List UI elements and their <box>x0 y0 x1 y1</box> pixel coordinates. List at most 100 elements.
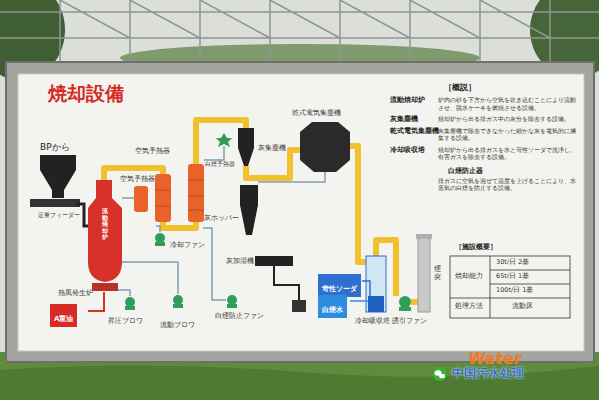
table-cell: 100t/日 1基 <box>496 287 533 295</box>
smoke-preheater <box>188 164 204 222</box>
part-name: 白煙防止ファン <box>215 313 264 321</box>
gas-pipe <box>163 222 196 228</box>
wechat-circle <box>433 367 447 381</box>
part-name: 誘引ファン <box>392 318 427 326</box>
section-heading: 白煙防止器 <box>448 168 483 176</box>
ash-conveyor <box>255 256 293 266</box>
fan-base <box>125 306 135 310</box>
table-grid <box>450 256 570 318</box>
cyclone <box>238 128 254 166</box>
part-name: 流動焼却炉 <box>102 208 108 241</box>
fan <box>173 295 183 305</box>
wechat-bubble <box>439 374 445 379</box>
part-name: 昇圧ブロワ <box>108 318 143 326</box>
fluid-box: A重油 <box>50 304 77 327</box>
sign-panel <box>18 74 584 351</box>
gas-pipe <box>411 299 418 305</box>
air-lines <box>105 146 325 300</box>
note-text: 排ガスに空気を混ぜて温度を上げることにより、水蒸気の白煙を防止する設備。 <box>438 178 576 193</box>
part-name: 流動ブロワ <box>160 322 195 330</box>
box-label: 苛性ソーダ <box>322 285 357 293</box>
fan <box>125 297 135 307</box>
cooling-tower <box>366 256 386 312</box>
air-preheater <box>155 174 171 222</box>
section-heading: 流動焼却炉 <box>390 97 425 105</box>
box-label: A重油 <box>54 315 73 323</box>
gas-pipe <box>246 150 300 178</box>
fan <box>227 295 237 305</box>
stack <box>418 238 430 312</box>
note-text: 焼却炉から出る排ガス中の灰分を除去する設備。 <box>438 116 576 124</box>
fan-base <box>173 304 183 308</box>
ash-line <box>258 172 325 182</box>
ejector <box>216 133 232 147</box>
grass <box>0 365 599 400</box>
air-line <box>204 146 224 160</box>
part-name: 空気予熱器 <box>135 148 170 156</box>
section-heading: 冷却吸収塔 <box>390 147 425 155</box>
note-text: 焼却炉から出る排ガスを水と苛性ソーダで洗浄し、有害ガスを除去する設備。 <box>438 147 576 162</box>
table-cell: 焼却能力 <box>455 273 483 281</box>
stack-top <box>416 234 432 239</box>
fans <box>125 133 411 311</box>
part-name: 冷却ファン <box>170 242 205 250</box>
table-cell: 30t/日 2基 <box>496 259 529 267</box>
part-name: BPから <box>40 142 70 153</box>
part-name: 灰ホッパー <box>204 215 239 223</box>
fluid-box: 苛性ソーダ <box>318 274 361 297</box>
sign-frame <box>6 62 594 362</box>
part-name: 煙突 <box>434 266 441 281</box>
table-cell: ［施設概要］ <box>455 243 497 251</box>
note-text: 灰集塵機で除去できなかった細かな灰を電気的に捕集する設備。 <box>438 128 576 143</box>
fan-base <box>155 242 165 246</box>
air-line <box>122 262 178 294</box>
electrostatic-precipitator <box>300 122 350 172</box>
hot-air-generator <box>92 283 118 291</box>
part-name: 熱風発生炉 <box>58 290 93 298</box>
sign-board <box>6 62 594 362</box>
tower-tank <box>368 296 384 312</box>
table-border <box>450 256 570 318</box>
fluid-box: 白煙水 <box>318 295 347 318</box>
facility-table <box>450 256 570 318</box>
watermark: Water <box>468 349 522 368</box>
part-name: 冷却吸収塔 <box>355 318 390 326</box>
watermark: 中国污水处理 <box>452 366 524 380</box>
fan-base <box>227 304 237 308</box>
ash-chute <box>274 266 299 300</box>
fan <box>399 296 411 308</box>
note-text: 炉内の砂を下方から空気を吹き込むことにより流動させ、脱水ケーキを燃焼させる設備。 <box>438 97 576 112</box>
part-name: 灰集塵機 <box>258 145 286 153</box>
air-line <box>122 197 134 199</box>
feeder <box>30 199 80 207</box>
chem-line <box>362 281 370 296</box>
part-name: 空気予熱器 <box>120 176 155 184</box>
table-cell: 処理方法 <box>455 303 483 311</box>
air-line <box>156 226 160 232</box>
air-line <box>203 228 226 300</box>
box-label: 白煙水 <box>322 306 343 314</box>
table-cell: 65t/日 1基 <box>496 273 529 281</box>
part-name: 乾式電気集塵機 <box>292 110 341 118</box>
ash-box <box>292 300 306 312</box>
title-text: 焼却設備 <box>48 82 124 105</box>
metal-frame <box>0 0 599 62</box>
ash-hopper <box>240 185 258 235</box>
part-name: 白煙予熱器 <box>205 160 235 167</box>
gas-pipe <box>350 146 366 262</box>
section-heading: 灰集塵機 <box>390 116 418 124</box>
water-line <box>350 300 368 302</box>
part-name: 定量フィーダー <box>38 211 80 218</box>
part-name: 灰加湿機 <box>226 258 254 266</box>
fan <box>155 233 165 243</box>
wechat-icon <box>433 367 447 381</box>
section-heading: 乾式電気集塵機 <box>390 128 439 136</box>
heater-stripes <box>155 180 204 210</box>
equipment <box>30 122 432 312</box>
air-preheater <box>134 186 148 212</box>
table-cell: 流動床 <box>512 303 533 311</box>
